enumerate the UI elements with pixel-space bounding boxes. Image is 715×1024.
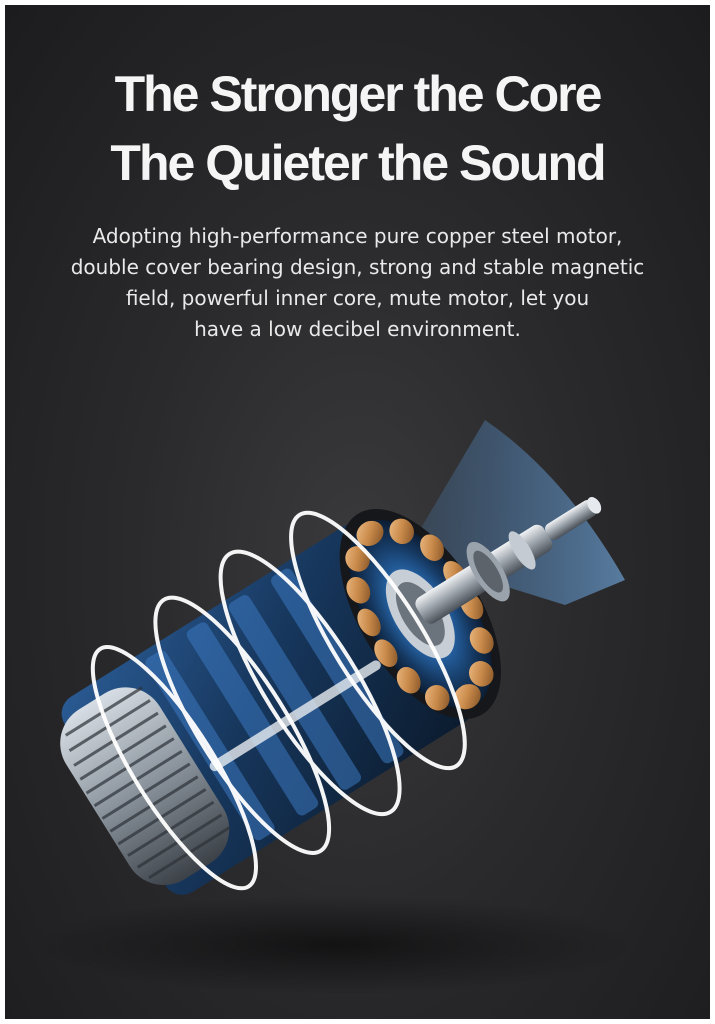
description-line-4: have a low decibel environment. (194, 317, 521, 341)
motor-illustration (35, 420, 635, 995)
headline-line-2: The Quieter the Sound (110, 135, 606, 191)
description-line-3: field, powerful inner core, mute motor, … (125, 286, 590, 310)
headline-line-1: The Stronger the Core (114, 66, 603, 122)
description-line-2: double cover bearing design, strong and … (70, 255, 645, 279)
product-banner: The Stronger the Core The Quieter the So… (5, 5, 710, 1019)
description-line-1: Adopting high-performance pure copper st… (92, 224, 623, 248)
light-beam (405, 420, 625, 605)
description: Adopting high-performance pure copper st… (35, 221, 680, 345)
